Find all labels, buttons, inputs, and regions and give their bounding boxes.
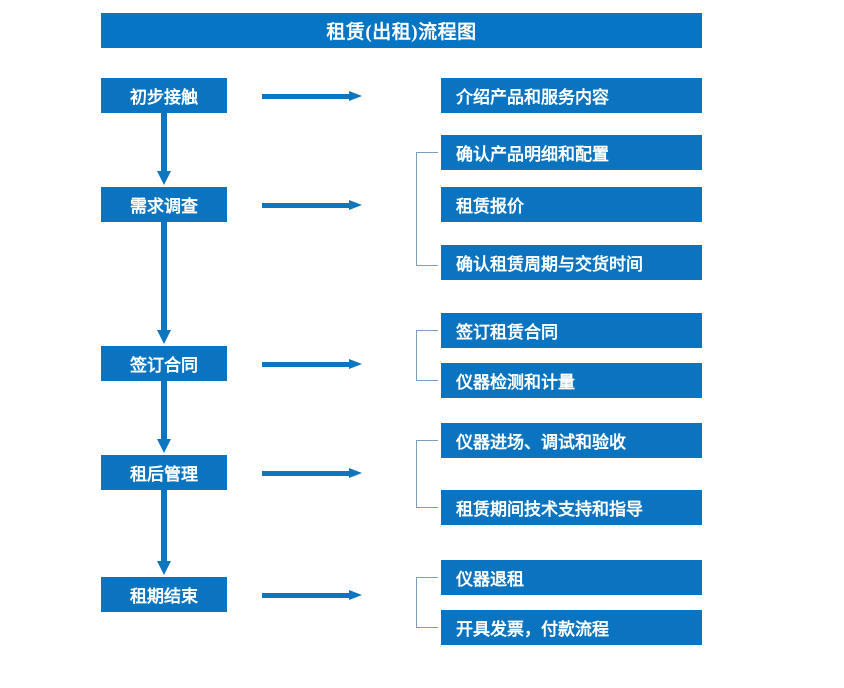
right-arrow-icon-4 [262,466,363,478]
right-arrow-icon-1 [262,89,363,101]
detail-box-10[interactable]: 开具发票，付款流程 [441,610,702,645]
flowchart-title: 租赁(出租)流程图 [101,13,702,48]
down-arrow-icon-1 [156,113,172,186]
detail-box-3[interactable]: 租赁报价 [441,187,702,222]
stage-box-2[interactable]: 需求调查 [101,187,227,222]
stage-box-3[interactable]: 签订合同 [101,346,227,381]
detail-box-5[interactable]: 签订租赁合同 [441,313,702,348]
stage-box-1[interactable]: 初步接触 [101,78,227,113]
right-arrow-icon-5 [262,588,363,600]
group-bracket-icon-4 [416,577,438,628]
right-arrow-icon-3 [262,357,363,369]
stage-box-5[interactable]: 租期结束 [101,577,227,612]
stage-box-4[interactable]: 租后管理 [101,455,227,490]
down-arrow-icon-4 [156,490,172,576]
detail-box-1[interactable]: 介绍产品和服务内容 [441,78,702,113]
detail-box-8[interactable]: 租赁期间技术支持和指导 [441,490,702,525]
detail-box-4[interactable]: 确认租赁周期与交货时间 [441,245,702,280]
detail-box-2[interactable]: 确认产品明细和配置 [441,135,702,170]
right-arrow-icon-2 [262,198,363,210]
group-bracket-icon-2 [416,330,438,381]
group-bracket-icon-3 [416,440,438,508]
down-arrow-icon-2 [156,222,172,345]
detail-box-7[interactable]: 仪器进场、调试和验收 [441,423,702,458]
group-bracket-icon-1 [416,152,438,266]
detail-box-6[interactable]: 仪器检测和计量 [441,363,702,398]
detail-box-9[interactable]: 仪器退租 [441,560,702,595]
down-arrow-icon-3 [156,381,172,454]
